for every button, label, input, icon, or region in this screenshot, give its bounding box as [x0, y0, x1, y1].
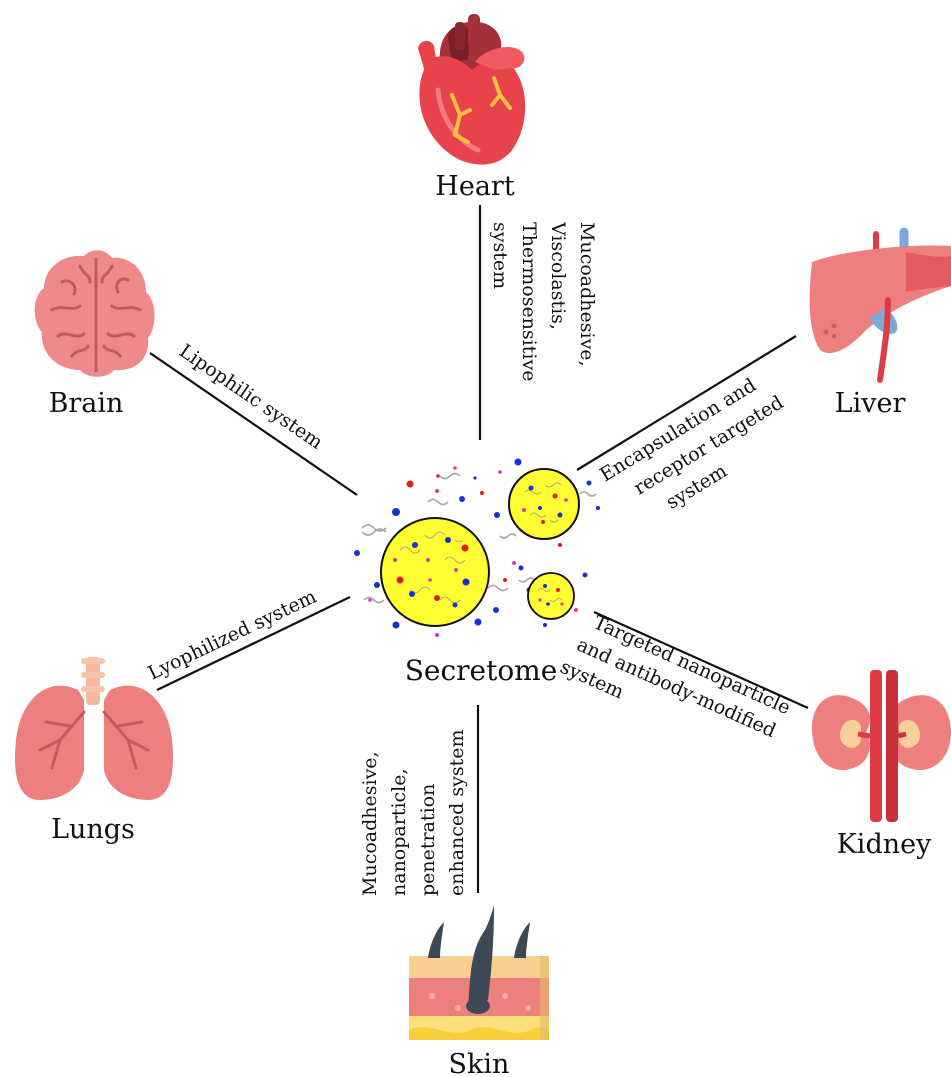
lungs-label: Lungs	[51, 814, 135, 845]
skin-label: Skin	[449, 1049, 510, 1077]
heart-icon	[418, 14, 525, 165]
lungs-connector-label: Lyophilized system	[145, 586, 320, 685]
brain-icon	[35, 250, 155, 377]
skin-connector-label: Mucoadhesive, nanoparticle, penetration …	[359, 729, 468, 896]
small-nanoparticle	[528, 573, 574, 619]
heart-connector-label: Mucoadhesive, Viscolastis, Thermosensiti…	[489, 221, 598, 388]
lungs-icon	[15, 657, 173, 800]
liver-icon	[810, 232, 951, 380]
lungs-connector	[157, 597, 350, 690]
kidney-icon	[812, 670, 951, 822]
kidney-label: Kidney	[837, 829, 932, 860]
brain-connector	[150, 353, 357, 495]
secretome-cluster	[354, 459, 600, 638]
large-nanoparticle	[381, 518, 489, 626]
brain-label: Brain	[49, 388, 124, 419]
medium-nanoparticle	[509, 469, 579, 539]
brain-connector-label: Lipophilic system	[175, 340, 327, 454]
skin-icon	[409, 905, 549, 1040]
liver-connector-label: Encapsulation and receptor targeted syst…	[596, 363, 808, 535]
kidney-connector-label: Targeted nanoparticle and antibody-modif…	[557, 607, 799, 771]
secretome-label: Secretome	[405, 654, 558, 687]
heart-label: Heart	[435, 171, 515, 202]
liver-label: Liver	[835, 388, 906, 419]
